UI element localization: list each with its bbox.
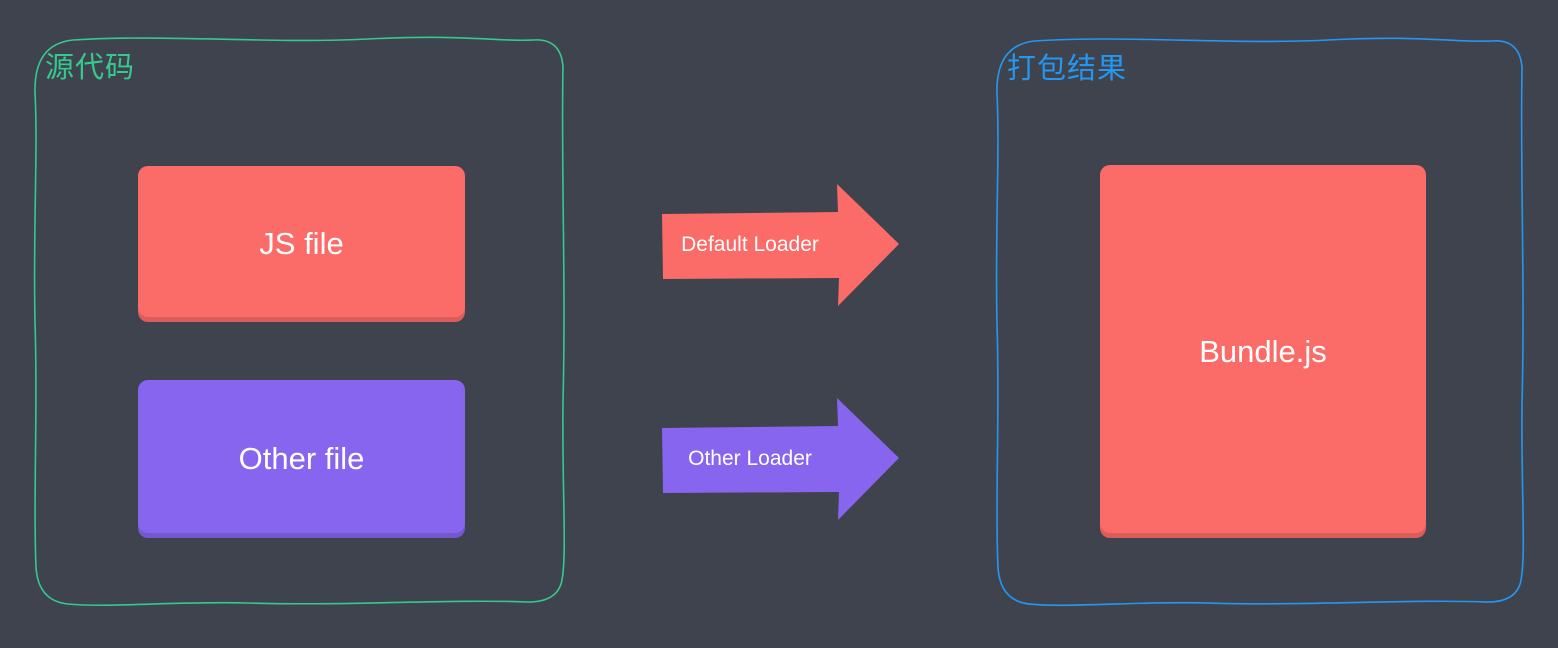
other-loader-label: Other Loader [688,446,812,470]
other-file-label: Other file [238,441,365,476]
output-group: 打包结果 [990,33,1530,615]
js-file-node: JS file [138,166,465,322]
default-loader-arrow-shape [662,184,899,306]
default-loader-label: Default Loader [681,232,819,256]
bundle-label: Bundle.js [1199,333,1327,369]
default-loader-arrow-polygon [662,184,899,306]
other-loader-arrow-polygon [662,398,899,520]
other-loader-arrow: Other Loader [661,397,899,521]
source-group-border [33,36,566,607]
output-group-border [995,37,1525,607]
source-group-border-path [33,36,566,607]
bundle-node: Bundle.js [1100,165,1426,538]
output-group-border-path [995,37,1525,607]
other-file-node: Other file [138,380,465,538]
other-loader-arrow-shape [662,398,899,520]
default-loader-arrow: Default Loader [661,183,899,307]
source-group: 源代码 [28,32,571,615]
source-group-label: 源代码 [45,52,136,84]
js-file-label: JS file [259,226,344,261]
output-group-label: 打包结果 [1007,53,1128,85]
